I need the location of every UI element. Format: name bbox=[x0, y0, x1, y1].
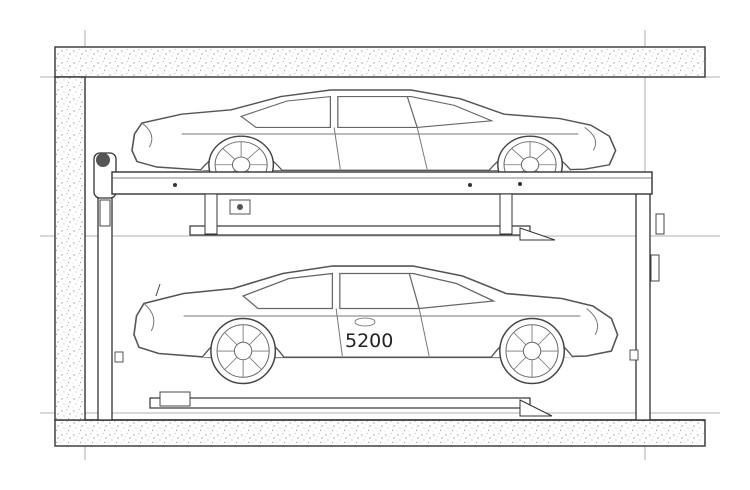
floor-slab bbox=[54, 419, 706, 447]
lower-car bbox=[134, 266, 618, 384]
ceiling-slab bbox=[54, 46, 706, 78]
right-post bbox=[635, 189, 665, 421]
upper-platform bbox=[111, 171, 653, 241]
left-wall bbox=[54, 76, 86, 421]
lower-platform bbox=[114, 349, 639, 417]
dimension-label: 5200 bbox=[345, 330, 394, 352]
door-emblem bbox=[354, 317, 376, 327]
